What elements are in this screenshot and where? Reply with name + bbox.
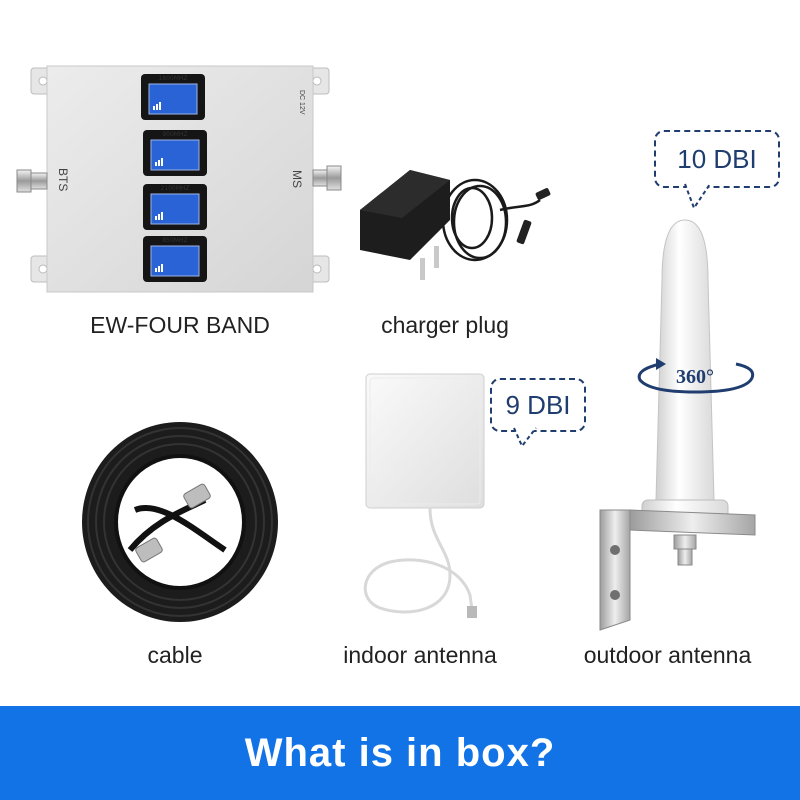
band-label: 1800MHZ <box>158 75 187 82</box>
banner-title: What is in box? <box>244 730 556 775</box>
outdoor-antenna-caption: outdoor antenna <box>583 642 752 668</box>
rotation-arrow <box>637 358 755 394</box>
booster-device-image: 1800MHZ 900MHZ 2100MHZ 850MHZ BTS MS DC … <box>16 65 342 293</box>
indoor-antenna-caption: indoor antenna <box>343 642 497 668</box>
callout-pointer <box>513 427 537 448</box>
outdoor-gain-text: 10 DBI <box>677 143 757 174</box>
outdoor-gain-callout: 10 DBI <box>654 130 780 188</box>
indoor-gain-callout: 9 DBI <box>490 378 586 432</box>
ms-port-label: MS <box>290 170 304 188</box>
power-label: DC 12V <box>298 90 305 115</box>
bts-port-label: BTS <box>56 168 70 191</box>
cable-coil-image <box>82 422 278 622</box>
bottom-banner: What is in box? <box>0 706 800 800</box>
indoor-antenna-image <box>363 373 485 618</box>
outdoor-antenna-image <box>599 219 756 631</box>
callout-pointer <box>684 183 711 211</box>
band-label: 850MHZ <box>162 237 187 244</box>
cable-caption: cable <box>147 642 203 668</box>
charger-plug-image <box>360 170 551 280</box>
indoor-gain-text: 9 DBI <box>505 389 571 420</box>
rotation-label: 360° <box>676 366 714 388</box>
charger-caption: charger plug <box>381 312 509 338</box>
booster-caption: EW-FOUR BAND <box>90 312 270 338</box>
band-label: 900MHZ <box>162 131 187 138</box>
band-label: 2100MHZ <box>160 185 189 192</box>
